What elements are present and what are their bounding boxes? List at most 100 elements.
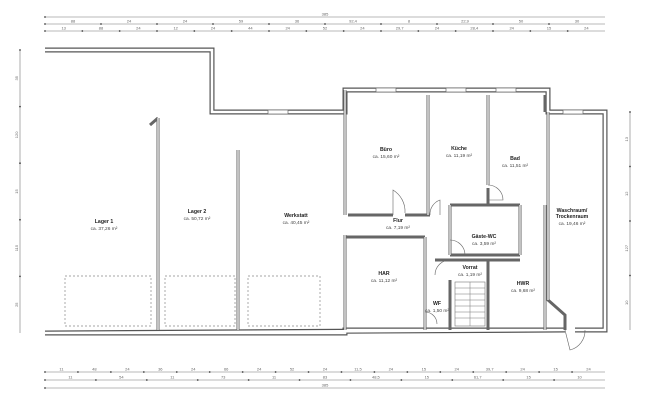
- dimension-label: 11: [272, 375, 277, 380]
- dimension-tick: [44, 23, 46, 25]
- dimension-label: 24: [257, 367, 262, 372]
- dimension-tick: [566, 30, 569, 32]
- dimension-label: 24: [360, 26, 365, 31]
- windows: [267, 87, 584, 115]
- dimension-label: 24: [125, 367, 130, 372]
- dimension-tick: [230, 30, 233, 32]
- dimension-tick: [324, 23, 326, 25]
- dimension-tick: [380, 30, 382, 32]
- dimension-tick: [19, 275, 21, 278]
- svg-text:Flur: Flur: [393, 218, 403, 224]
- dimension-tick: [44, 379, 46, 381]
- dimension-label: 15: [422, 367, 427, 372]
- dimension-label: 24: [211, 26, 216, 31]
- dimension-label: 15: [425, 375, 430, 380]
- dimension-label: 50: [519, 19, 524, 24]
- dimension-label: 92,4: [349, 19, 358, 24]
- dimension-tick: [274, 371, 277, 373]
- svg-text:ca. 19,46 m²: ca. 19,46 m²: [559, 221, 586, 227]
- svg-text:ca. 15,60 m²: ca. 15,60 m²: [373, 154, 400, 160]
- dimension-label: 36: [295, 19, 300, 24]
- dimension-label: 66: [224, 367, 229, 372]
- dimension-label: 36: [158, 367, 163, 372]
- dimension-tick: [44, 16, 46, 18]
- dimension-label: 28,4: [470, 26, 479, 31]
- dimension-label: 54: [119, 375, 124, 380]
- svg-text:Waschraum/: Waschraum/: [557, 208, 588, 214]
- dimension-label: 24: [389, 367, 394, 372]
- svg-text:ca. 40,45 m²: ca. 40,45 m²: [283, 220, 310, 226]
- dimension-label: 48: [92, 367, 97, 372]
- svg-text:Büro: Büro: [380, 147, 392, 153]
- dimension-tick: [212, 23, 214, 25]
- dimension-tick: [247, 379, 250, 381]
- dimension-label: 24: [323, 367, 328, 372]
- dimension-tick: [340, 371, 343, 373]
- dimension-label: 24: [136, 26, 141, 31]
- svg-text:ca. 1,19 m²: ca. 1,19 m²: [458, 272, 482, 278]
- dimension-tick: [406, 371, 409, 373]
- dimension-tick: [95, 379, 97, 381]
- dimension-label: 25: [14, 302, 19, 307]
- dimension-label: 44: [248, 26, 253, 31]
- svg-text:Lager 2: Lager 2: [188, 209, 207, 215]
- dimension-tick: [472, 371, 475, 373]
- garage-doors: [64, 275, 321, 327]
- dimension-label: 115: [14, 244, 19, 251]
- svg-text:HAR: HAR: [378, 271, 389, 277]
- dimension-tick: [109, 371, 112, 373]
- dimension-tick: [451, 379, 454, 381]
- dimension-label: 39,7: [486, 367, 495, 372]
- dimension-tick: [19, 105, 21, 108]
- dimension-tick: [193, 30, 196, 32]
- dimension-label: 24: [285, 26, 290, 31]
- dimension-label: 11: [68, 375, 73, 380]
- dimension-label: 10: [624, 300, 629, 305]
- dimension-label: 24: [455, 367, 460, 372]
- dimension-label: 35: [14, 75, 19, 80]
- dimension-tick: [417, 30, 420, 32]
- dimension-label: 11: [59, 367, 64, 372]
- dimension-tick: [373, 371, 376, 373]
- dimension-label: 13: [624, 136, 629, 141]
- dimension-tick: [629, 220, 631, 222]
- dimension-tick: [629, 111, 631, 113]
- dimension-tick: [454, 30, 457, 32]
- dimension-tick: [19, 218, 21, 221]
- svg-text:Küche: Küche: [451, 146, 467, 152]
- svg-text:ca. 11,19 m²: ca. 11,19 m²: [446, 153, 473, 159]
- dimension-tick: [629, 274, 631, 277]
- dimension-tick: [571, 371, 573, 373]
- dimension-label: 73: [221, 375, 226, 380]
- svg-text:ca. 3,59 m²: ca. 3,59 m²: [472, 241, 496, 247]
- svg-text:Bad: Bad: [510, 156, 520, 162]
- svg-text:Trockenraum: Trockenraum: [556, 214, 589, 220]
- dimension-tick: [241, 371, 244, 373]
- dimension-label: 48,5: [372, 375, 381, 380]
- dimension-tick: [44, 387, 46, 389]
- dimension-label: 24: [183, 19, 188, 24]
- dimension-tick: [81, 30, 84, 32]
- dimension-tick: [629, 165, 631, 168]
- dimension-label: 24: [127, 19, 132, 24]
- interior-walls: [149, 90, 567, 330]
- dimension-label: 15: [526, 375, 531, 380]
- dimension-label: 12: [173, 26, 178, 31]
- dimension-label: 15: [553, 367, 558, 372]
- dimension-tick: [502, 379, 505, 381]
- dimension-tick: [175, 371, 178, 373]
- staircase: [454, 281, 486, 327]
- dimension-tick: [19, 49, 21, 51]
- dimension-label: 24: [520, 367, 525, 372]
- dimension-tick: [538, 371, 541, 373]
- dimension-tick: [400, 379, 403, 381]
